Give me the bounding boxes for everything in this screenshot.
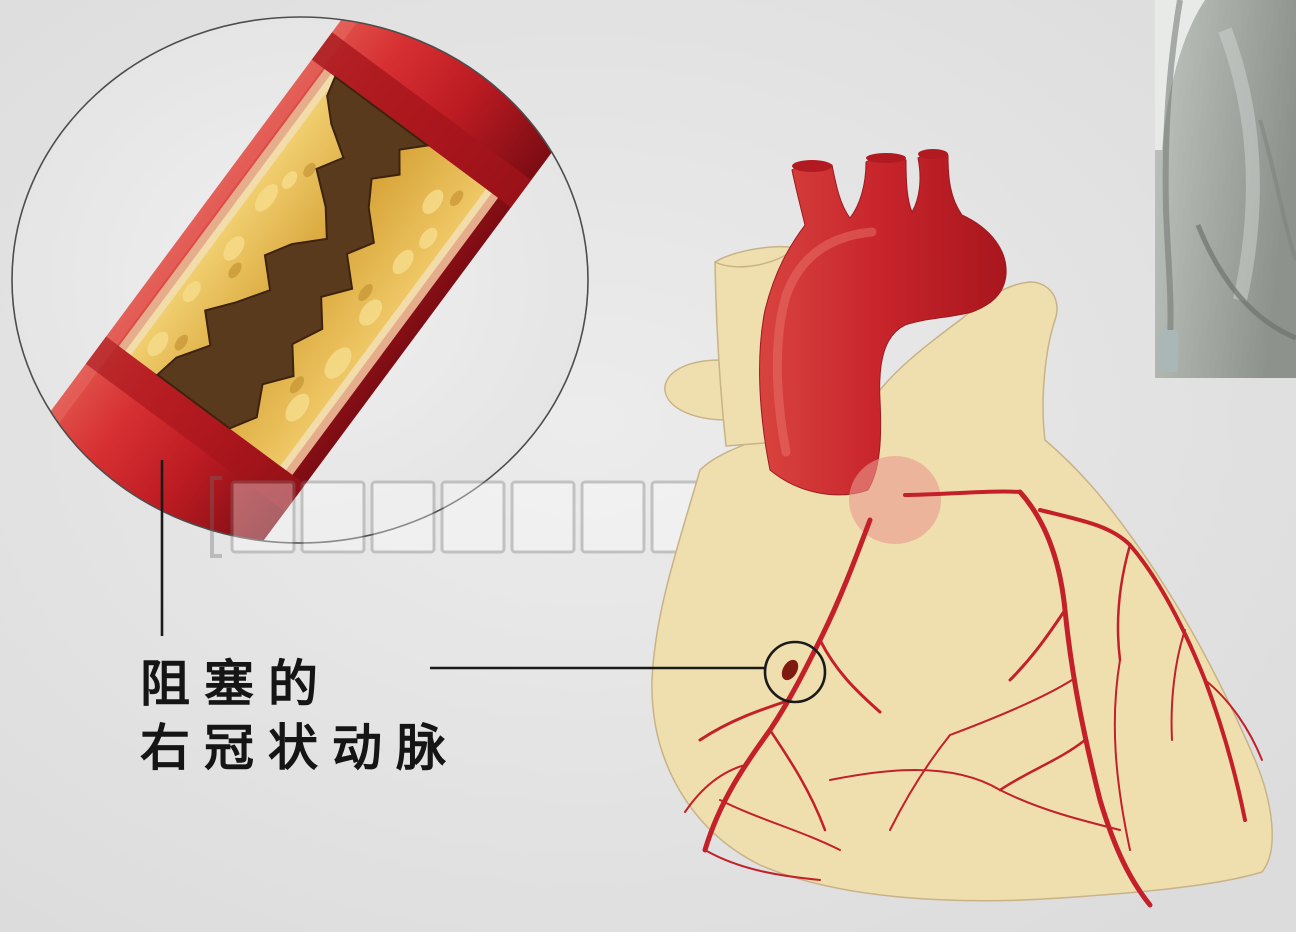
label-line-1: 阻塞的 bbox=[140, 652, 460, 716]
label-line-2: 右冠状动脉 bbox=[140, 716, 460, 780]
zipper-tab bbox=[1160, 330, 1178, 372]
annotation-label: 阻塞的 右冠状动脉 bbox=[140, 652, 460, 780]
photo-fragment bbox=[1155, 0, 1296, 378]
aortic-root bbox=[849, 456, 941, 544]
